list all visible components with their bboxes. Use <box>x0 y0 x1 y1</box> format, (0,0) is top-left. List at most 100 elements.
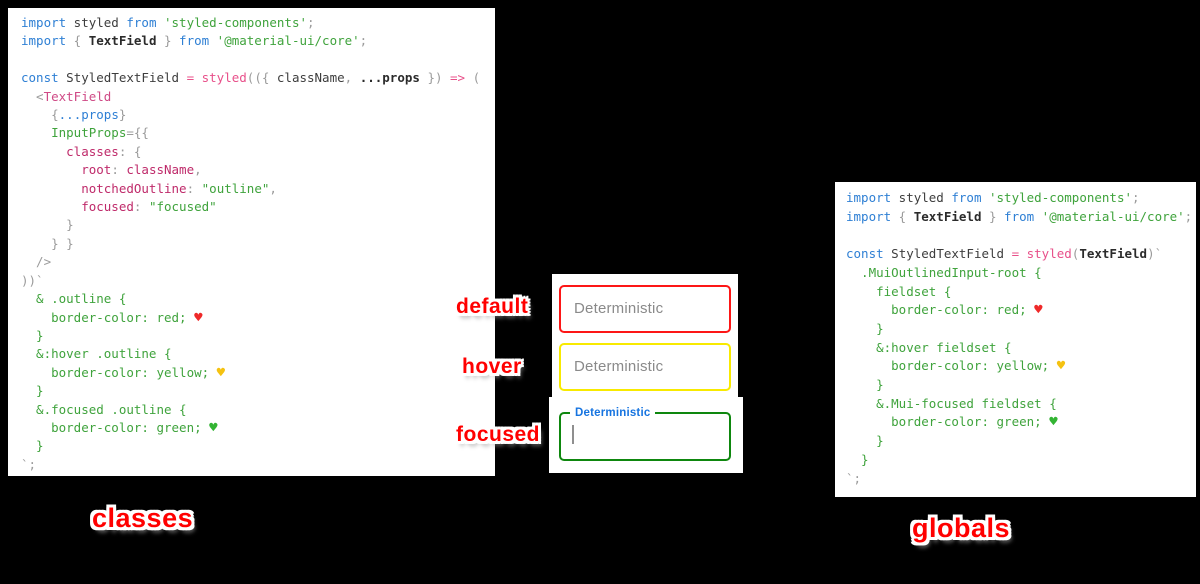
code-token: import <box>846 190 892 205</box>
code-line: import styled from 'styled-components'; <box>21 14 495 32</box>
annotation-focused: focused <box>456 423 541 446</box>
code-token: border-color: green; <box>846 414 1050 430</box>
code-token: "outline" <box>201 180 270 196</box>
code-line: import { TextField } from '@material-ui/… <box>21 32 495 50</box>
code-token: = styled <box>186 70 247 86</box>
code-token: classes <box>21 143 119 159</box>
textfield-floating-label: Deterministic <box>570 406 656 421</box>
annotation-hover: hover <box>462 355 522 378</box>
textfield-placeholder: Deterministic <box>574 300 664 317</box>
code-token: : <box>186 180 202 196</box>
heart-icon: ♥ <box>1049 414 1058 431</box>
code-line: focused: "focused" <box>21 198 495 216</box>
code-token: InputProps <box>21 125 127 141</box>
code-token: border-color: red; <box>846 302 1035 318</box>
code-line <box>846 226 1196 245</box>
code-token: root <box>21 162 112 178</box>
code-token: "focused" <box>148 199 217 215</box>
code-line: const StyledTextField = styled(TextField… <box>846 245 1196 264</box>
code-token: className <box>276 70 345 86</box>
code-token: '@material-ui/core' <box>1034 208 1185 224</box>
code-token: TextField <box>43 88 112 104</box>
code-token: from <box>951 190 982 205</box>
code-token: ...props <box>359 70 420 86</box>
code-token: &.focused .outline { <box>21 401 187 417</box>
code-token: `; <box>846 470 862 486</box>
code-token: const <box>21 70 59 86</box>
heart-icon: ♥ <box>209 419 218 436</box>
code-token: = styled <box>1011 246 1072 262</box>
code-token: , <box>269 180 277 196</box>
code-token: &:hover fieldset { <box>846 339 1012 355</box>
code-token: import <box>21 33 67 49</box>
code-line: <TextField <box>21 88 495 106</box>
code-line: &.focused .outline { <box>21 401 495 419</box>
code-token: className <box>126 162 195 178</box>
code-line: `; <box>846 470 1196 489</box>
heart-icon: ♥ <box>194 309 203 326</box>
code-token: border-color: yellow; <box>21 364 217 380</box>
code-token: } <box>21 383 44 399</box>
code-line: } <box>846 320 1196 339</box>
code-token: : <box>133 199 149 215</box>
code-token: border-color: green; <box>21 419 210 435</box>
code-line: } <box>21 382 495 400</box>
code-token: { <box>21 107 59 123</box>
code-line: border-color: green; ♥ <box>21 419 495 437</box>
code-token: styled <box>891 190 952 205</box>
textfield-hover[interactable]: Deterministic <box>559 343 731 391</box>
code-token: } <box>118 107 127 123</box>
code-token: 'styled-components' <box>156 15 307 30</box>
code-token: StyledTextField <box>883 246 1012 262</box>
code-token: from <box>179 33 210 49</box>
code-token: : <box>111 162 127 178</box>
code-token: } <box>21 327 44 343</box>
code-token: ; <box>307 15 315 30</box>
code-token: & .outline { <box>21 291 127 307</box>
code-token: border-color: yellow; <box>846 358 1057 374</box>
code-line: `; <box>21 456 495 474</box>
code-token: from <box>126 15 157 30</box>
textfield-focused[interactable]: Deterministic <box>559 406 731 461</box>
code-line: } <box>846 451 1196 470</box>
code-line: &:hover .outline { <box>21 345 495 363</box>
code-line: &:hover fieldset { <box>846 339 1196 358</box>
code-line: border-color: red; ♥ <box>846 301 1196 320</box>
code-token: => <box>450 70 466 86</box>
code-token: &:hover .outline { <box>21 346 172 362</box>
code-line: & .outline { <box>21 290 495 308</box>
code-token: notchedOutline <box>21 180 187 196</box>
code-token: import <box>21 15 67 30</box>
code-token: }) <box>419 70 451 86</box>
code-line: border-color: green; ♥ <box>846 413 1196 432</box>
code-token: } <box>846 433 884 449</box>
code-token: } <box>846 451 869 467</box>
textfield-default[interactable]: Deterministic <box>559 285 731 333</box>
code-token: fieldset { <box>846 283 952 299</box>
code-token: /> <box>21 254 52 270</box>
code-token: } <box>846 320 884 336</box>
code-line: classes: { <box>21 143 495 161</box>
code-token: , <box>194 162 202 178</box>
code-panel-classes: import styled from 'styled-components';i… <box>8 8 495 476</box>
code-line: &.Mui-focused fieldset { <box>846 395 1196 414</box>
code-token: ; <box>1132 190 1140 205</box>
code-token: &.Mui-focused fieldset { <box>846 395 1057 411</box>
code-line: } <box>21 437 495 455</box>
code-line: border-color: yellow; ♥ <box>21 364 495 382</box>
code-token: focused <box>21 199 134 215</box>
code-token: '@material-ui/core' <box>209 33 360 49</box>
code-line: } <box>21 216 495 234</box>
code-token: ={{ <box>126 125 149 141</box>
code-token: ))` <box>21 272 44 288</box>
heart-icon: ♥ <box>216 364 226 381</box>
code-token: StyledTextField <box>58 70 187 86</box>
heart-icon: ♥ <box>1034 302 1043 319</box>
code-token: ( <box>465 70 481 86</box>
code-token: ; <box>359 33 368 49</box>
code-token: TextField <box>913 208 982 224</box>
code-token: border-color: red; <box>21 309 195 325</box>
code-token: } } <box>21 235 74 251</box>
code-token: } <box>156 33 180 49</box>
